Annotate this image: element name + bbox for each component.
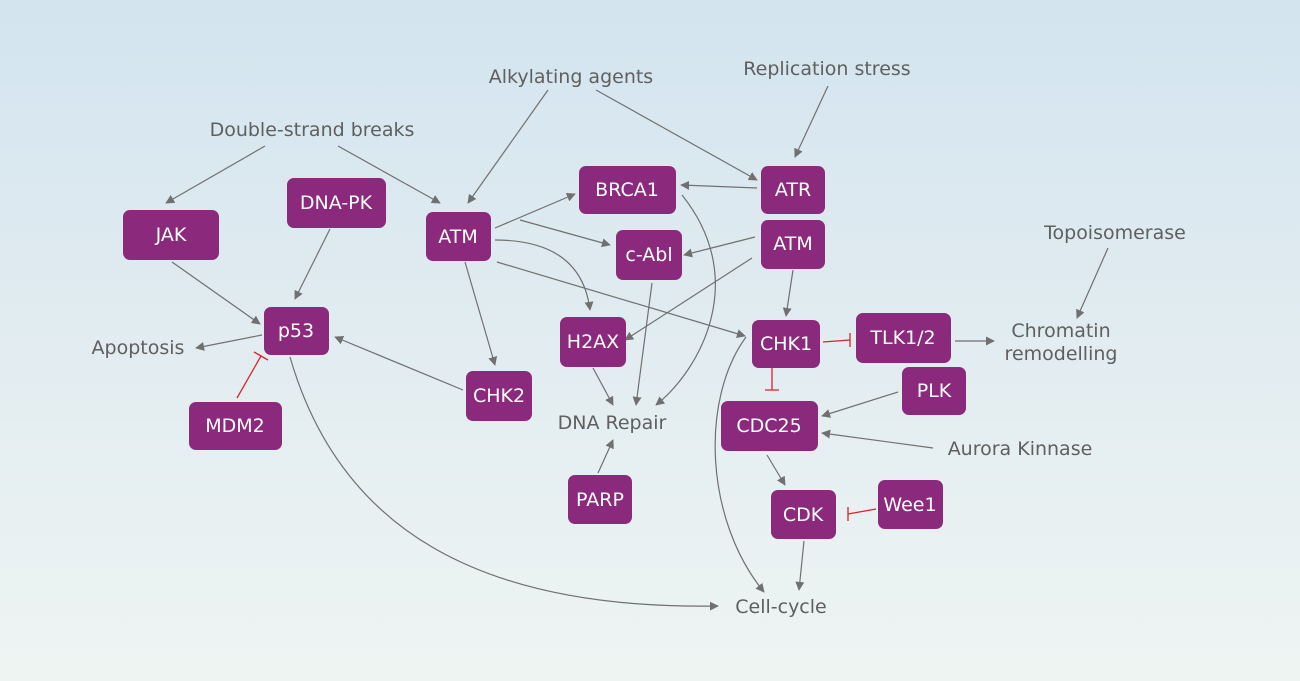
label-apoptosis: Apoptosis <box>92 337 185 359</box>
edge-cabl-dnarepair <box>632 282 653 406</box>
node-plk: PLK <box>902 367 966 415</box>
label-double-strand-breaks: Double-strand breaks <box>210 119 415 141</box>
node-chk2: CHK2 <box>466 371 532 421</box>
node-h2ax: H2AX <box>560 317 626 367</box>
edge-chk1-cellcycle <box>714 336 765 593</box>
node-p53-label: p53 <box>278 320 314 342</box>
node-mdm2: MDM2 <box>189 402 282 450</box>
edge-jak-p53 <box>171 261 261 325</box>
label-replication-stress: Replication stress <box>743 58 910 80</box>
node-parp-label: PARP <box>576 489 624 511</box>
edge-chk2-p53 <box>334 335 464 391</box>
edge-dsb-jak <box>165 145 266 204</box>
edge-cdc25-cdk <box>766 454 786 486</box>
edge-p53-cellcycle <box>289 356 719 611</box>
node-chk1: CHK1 <box>752 320 820 368</box>
node-p53: p53 <box>264 307 329 355</box>
edge-dnapk-p53 <box>294 228 331 300</box>
node-atm-right: ATM <box>761 220 825 269</box>
label-cell-cycle: Cell-cycle <box>735 596 826 618</box>
edge-atm-right-cabl <box>683 236 756 258</box>
edge-parp-dnarepair <box>597 439 614 474</box>
node-c-abl-label: c-Abl <box>625 244 672 266</box>
edge-alkylating-atm <box>467 89 549 204</box>
edge-aurora-cdc25 <box>821 429 934 449</box>
activation-edges <box>165 85 1109 611</box>
inhibit-chk1-tlk <box>822 333 851 347</box>
node-dna-pk: DNA-PK <box>287 178 386 228</box>
node-cdc25-label: CDC25 <box>736 415 801 437</box>
edge-h2ax-dnarepair <box>592 367 614 406</box>
edge-atr-brca1 <box>680 180 758 190</box>
node-wee1-label: Wee1 <box>883 494 936 516</box>
label-remodelling: remodelling <box>1005 343 1118 365</box>
node-mdm2-label: MDM2 <box>205 415 265 437</box>
node-atr: ATR <box>761 166 825 214</box>
inhibition-edges <box>236 333 877 521</box>
node-cdc25: CDC25 <box>721 401 818 451</box>
node-tlk1-2-label: TLK1/2 <box>869 327 935 349</box>
edge-atm-chk1 <box>496 261 746 338</box>
node-atm-right-label: ATM <box>773 233 813 255</box>
node-h2ax-label: H2AX <box>567 331 619 353</box>
label-dna-repair: DNA Repair <box>558 412 667 434</box>
node-brca1: BRCA1 <box>579 166 676 214</box>
edge-brca1-dnarepair <box>655 194 716 406</box>
node-atr-label: ATR <box>775 179 811 201</box>
node-dna-pk-label: DNA-PK <box>300 192 373 214</box>
node-cdk: CDK <box>771 490 836 539</box>
edge-atm-h2ax <box>494 239 594 311</box>
node-chk1-label: CHK1 <box>760 333 812 355</box>
node-parp: PARP <box>568 475 632 524</box>
node-atm-left-label: ATM <box>438 226 478 248</box>
node-brca1-label: BRCA1 <box>595 179 659 201</box>
inhibit-wee1-cdk <box>847 507 877 521</box>
inhibit-chk1-cdc25 <box>765 368 779 391</box>
label-topoisomerase: Topoisomerase <box>1043 222 1186 244</box>
node-atm-left: ATM <box>426 212 491 261</box>
edge-atm-chk2 <box>464 261 498 366</box>
edge-replication-atr <box>794 85 829 158</box>
label-alkylating-agents: Alkylating agents <box>489 66 653 88</box>
edge-atm-brca1 <box>494 193 576 229</box>
edge-atm-right-chk1 <box>782 269 794 317</box>
edge-plk-cdc25 <box>821 391 899 418</box>
label-aurora-kinnase: Aurora Kinnase <box>948 438 1093 460</box>
node-jak: JAK <box>123 210 219 260</box>
edge-dsb-atm <box>337 145 441 204</box>
inhibit-mdm2-p53 <box>236 351 269 399</box>
node-plk-label: PLK <box>917 380 952 402</box>
node-jak-label: JAK <box>155 224 187 246</box>
edge-atm-cabl <box>519 219 611 248</box>
edge-p53-apoptosis <box>195 334 263 351</box>
edge-topoisomerase-chromatin <box>1076 247 1109 319</box>
edge-alkylating-atr <box>595 89 758 181</box>
label-chromatin: Chromatin <box>1011 320 1110 342</box>
node-cdk-label: CDK <box>783 504 824 526</box>
edge-cdk-cellcycle <box>795 540 805 591</box>
node-chk2-label: CHK2 <box>473 385 525 407</box>
node-wee1: Wee1 <box>878 480 943 529</box>
node-tlk1-2: TLK1/2 <box>856 313 951 363</box>
node-c-abl: c-Abl <box>616 230 682 280</box>
